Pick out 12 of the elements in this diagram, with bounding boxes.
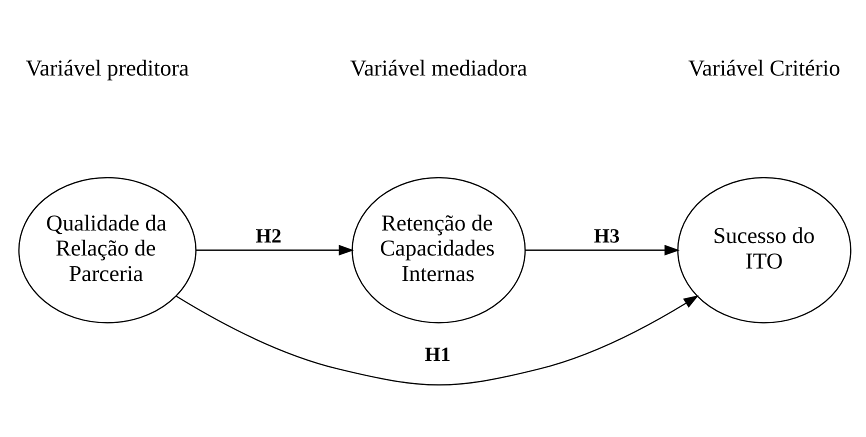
- label: Variável preditora: [26, 55, 190, 80]
- arrow: [176, 295, 699, 386]
- edge-label: H2: [256, 225, 282, 248]
- edge-label: H1: [424, 344, 451, 366]
- edge-label: H3: [594, 225, 620, 248]
- node-ellipse: Qualidade da Relação de Parceria: [18, 177, 197, 324]
- node-ellipse: Retenção de Capacidades Internas: [352, 177, 526, 324]
- label: Variável Critério: [688, 55, 840, 80]
- node-ellipse: Sucesso do ITO: [677, 177, 852, 324]
- label: Variável mediadora: [350, 55, 528, 80]
- arrow: [196, 244, 354, 256]
- arrow: [525, 244, 680, 256]
